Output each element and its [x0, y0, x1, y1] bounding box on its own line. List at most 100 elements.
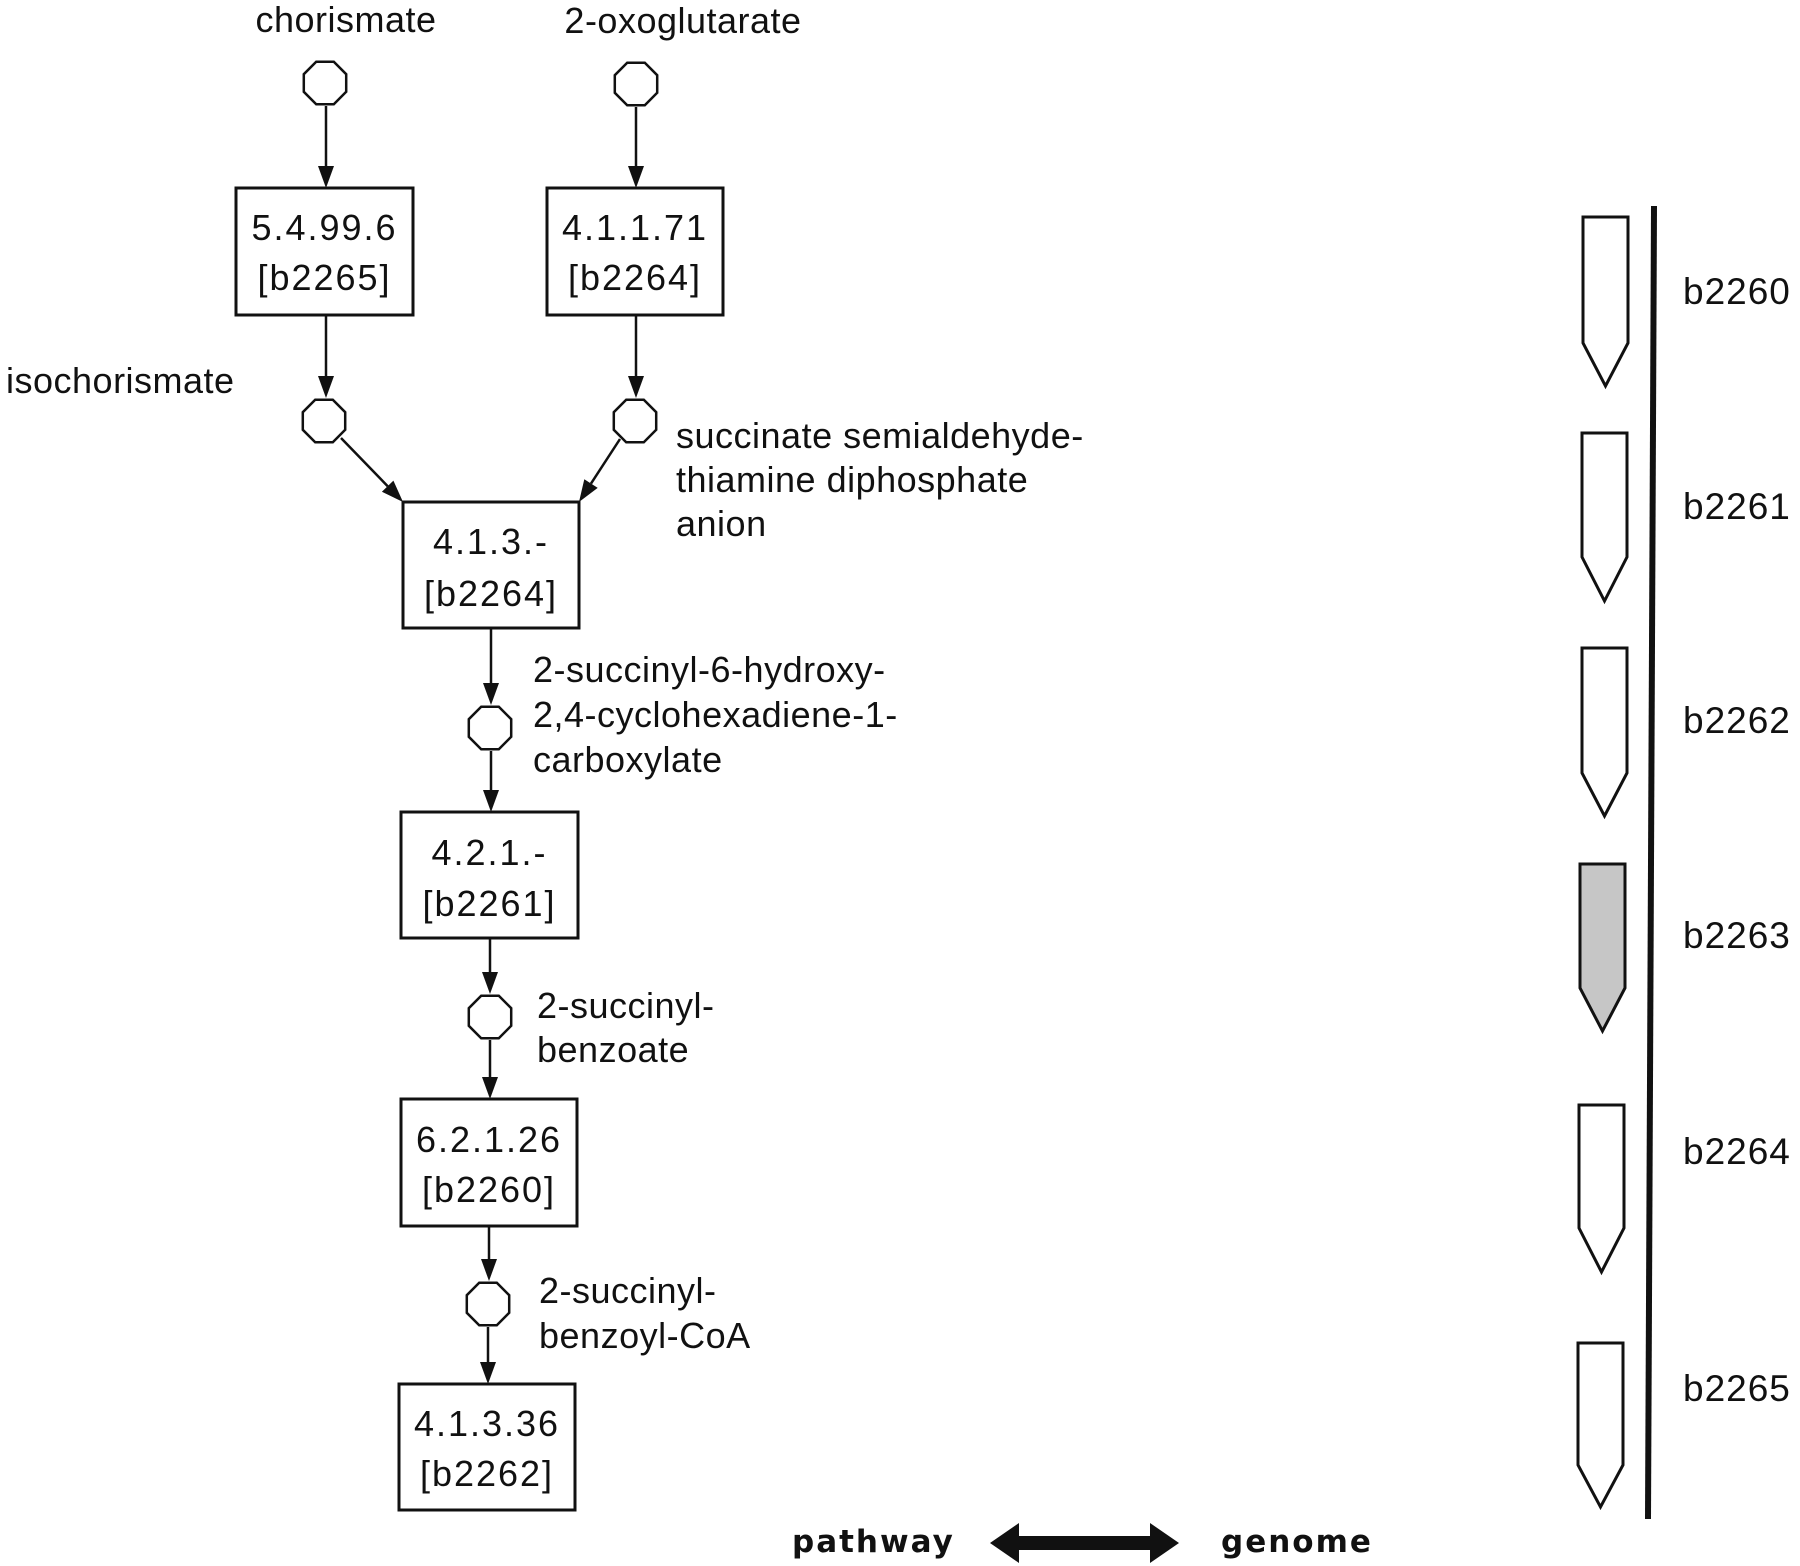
enzyme-box-6.2.1.26: 6.2.1.26 [b2260] [399, 1097, 579, 1228]
arrowhead-icon [628, 376, 644, 398]
genome-axis-line [1645, 205, 1657, 1520]
edge-line [589, 438, 622, 485]
metabolite-octagon-icon [613, 61, 659, 107]
metabolite-label: 2,4-cyclohexadiene-1- [533, 694, 898, 735]
enzyme-nodes: 5.4.99.6 [b2265] 4.1.1.71 [b2264] 4.1.3.- [b2… [234, 186, 725, 1512]
edge-osb-to-6.2.1.26 [482, 1040, 498, 1099]
metabolite-octagon-icon [301, 398, 347, 444]
enzyme-box-frame [234, 186, 415, 317]
gene-arrow-highlighted [1578, 862, 1627, 1035]
metabolite-osb: 2-succinyl-benzoate [467, 985, 715, 1070]
gene-id: [b2262] [420, 1453, 554, 1494]
metabolite-label: isochorismate [6, 360, 235, 401]
arrowhead-icon [482, 972, 498, 994]
gene-id: [b2261] [422, 883, 556, 924]
gene-label: b2260 [1683, 271, 1791, 312]
arrowhead-icon [481, 1259, 497, 1281]
gene-id: [b2260] [422, 1169, 556, 1210]
enzyme-box-frame [401, 500, 581, 630]
gene-arrow [1581, 215, 1630, 390]
metabolite-osb-coa: 2-succinyl-benzoyl-CoA [465, 1270, 751, 1356]
arrowhead-icon [381, 480, 403, 502]
arrowhead-icon [579, 479, 598, 502]
edge-5.4.99.6-to-isochorismate [318, 315, 334, 398]
gene-b2264: b2264 [1577, 1103, 1791, 1276]
arrowhead-icon [483, 683, 499, 705]
arrowhead-icon [483, 790, 499, 812]
metabolite-label: succinate semialdehyde- [676, 415, 1084, 456]
enzyme-box-frame [399, 1097, 579, 1228]
enzyme-box-4.1.3.-: 4.1.3.- [b2264] [401, 500, 581, 630]
enzyme-box-4.1.3.36: 4.1.3.36 [b2262] [397, 1382, 577, 1512]
metabolite-ssa-tdp: succinate semialdehyde-thiamine diphosph… [612, 398, 1084, 544]
arrowhead-icon [318, 166, 334, 188]
reaction-edges [318, 106, 644, 1384]
gene-b2265: b2265 [1576, 1341, 1791, 1511]
gene-id: [b2265] [257, 257, 391, 298]
gene-label: b2264 [1683, 1131, 1791, 1172]
enzyme-box-frame [399, 810, 580, 940]
gene-label: b2262 [1683, 700, 1791, 741]
gene-id: [b2264] [424, 573, 558, 614]
edge-6.2.1.26-to-osb-coa [481, 1226, 497, 1281]
edge-line [340, 437, 389, 488]
legend-genome-label: genome [1221, 1524, 1373, 1560]
enzyme-box-4.1.1.71: 4.1.1.71 [b2264] [545, 186, 725, 317]
metabolite-label: 2-succinyl- [539, 1270, 717, 1311]
genome-track: b2260 b2261 b2262 b2263 b2264 b2265 [1576, 205, 1791, 1520]
gene-b2262: b2262 [1580, 646, 1791, 820]
gene-arrow [1580, 646, 1629, 820]
gene-id: [b2264] [568, 257, 702, 298]
gene-label: b2263 [1683, 915, 1791, 956]
gene-arrow [1580, 431, 1629, 605]
gene-arrow [1577, 1103, 1626, 1276]
arrowhead-icon [318, 376, 334, 398]
edge-4.2.1.-to-osb [482, 938, 498, 994]
metabolite-label: chorismate [255, 0, 436, 40]
edge-osb-coa-to-4.1.3.36 [480, 1327, 496, 1384]
enzyme-box-frame [397, 1382, 577, 1512]
edge-4.1.1.71-to-ssa [628, 315, 644, 398]
metabolite-octagon-icon [467, 705, 513, 751]
gene-label: b2261 [1683, 486, 1791, 527]
arrowhead-icon [628, 166, 644, 188]
gene-b2261: b2261 [1580, 431, 1791, 605]
metabolite-octagon-icon [302, 60, 348, 106]
metabolite-label: 2-oxoglutarate [564, 0, 801, 41]
enzyme-box-frame [545, 186, 725, 317]
metabolite-label: anion [676, 503, 767, 544]
metabolite-chorismate: chorismate [255, 0, 436, 106]
edge-ssa-to-4.1.3.- [579, 438, 622, 502]
metabolite-label: 2-succinyl-6-hydroxy- [533, 649, 886, 690]
ec-number: 5.4.99.6 [251, 207, 397, 248]
metabolite-label: benzoyl-CoA [539, 1315, 751, 1356]
edge-2-oxoglutarate-to-4.1.1.71 [628, 107, 644, 188]
gene-b2263: b2263 [1578, 862, 1791, 1035]
ec-number: 4.1.1.71 [562, 207, 708, 248]
enzyme-box-5.4.99.6: 5.4.99.6 [b2265] [234, 186, 415, 317]
arrowhead-icon [480, 1362, 496, 1384]
edge-isochorismate-to-4.1.3.- [340, 437, 403, 502]
metabolite-label: benzoate [537, 1029, 689, 1070]
metabolite-label: thiamine diphosphate [676, 459, 1028, 500]
arrowhead-icon [482, 1077, 498, 1099]
metabolite-octagon-icon [467, 994, 513, 1040]
edge-shchc-to-4.2.1.- [483, 751, 499, 812]
ec-number: 4.1.3.36 [414, 1403, 560, 1444]
ec-number: 4.1.3.- [433, 521, 549, 562]
enzyme-box-4.2.1.-: 4.2.1.-[b2261] [399, 810, 580, 940]
metabolite-label: 2-succinyl- [537, 985, 715, 1026]
gene-arrow [1576, 1341, 1625, 1511]
gene-label: b2265 [1683, 1368, 1791, 1409]
metabolite-octagon-icon [465, 1281, 511, 1327]
edge-chorismate-to-5.4.99.6 [318, 106, 334, 188]
ec-number: 6.2.1.26 [416, 1119, 562, 1160]
metabolite-nodes: chorismate 2-oxoglutarate isochorismate suc… [6, 0, 1084, 1356]
edge-4.1.3.-to-shchc [483, 628, 499, 705]
metabolite-2-oxoglutarate: 2-oxoglutarate [564, 0, 801, 107]
metabolite-shchc: 2-succinyl-6-hydroxy-2,4-cyclohexadiene-… [467, 649, 898, 780]
metabolite-octagon-icon [612, 398, 658, 444]
legend: pathway genome [792, 1523, 1373, 1563]
metabolite-label: carboxylate [533, 739, 723, 780]
